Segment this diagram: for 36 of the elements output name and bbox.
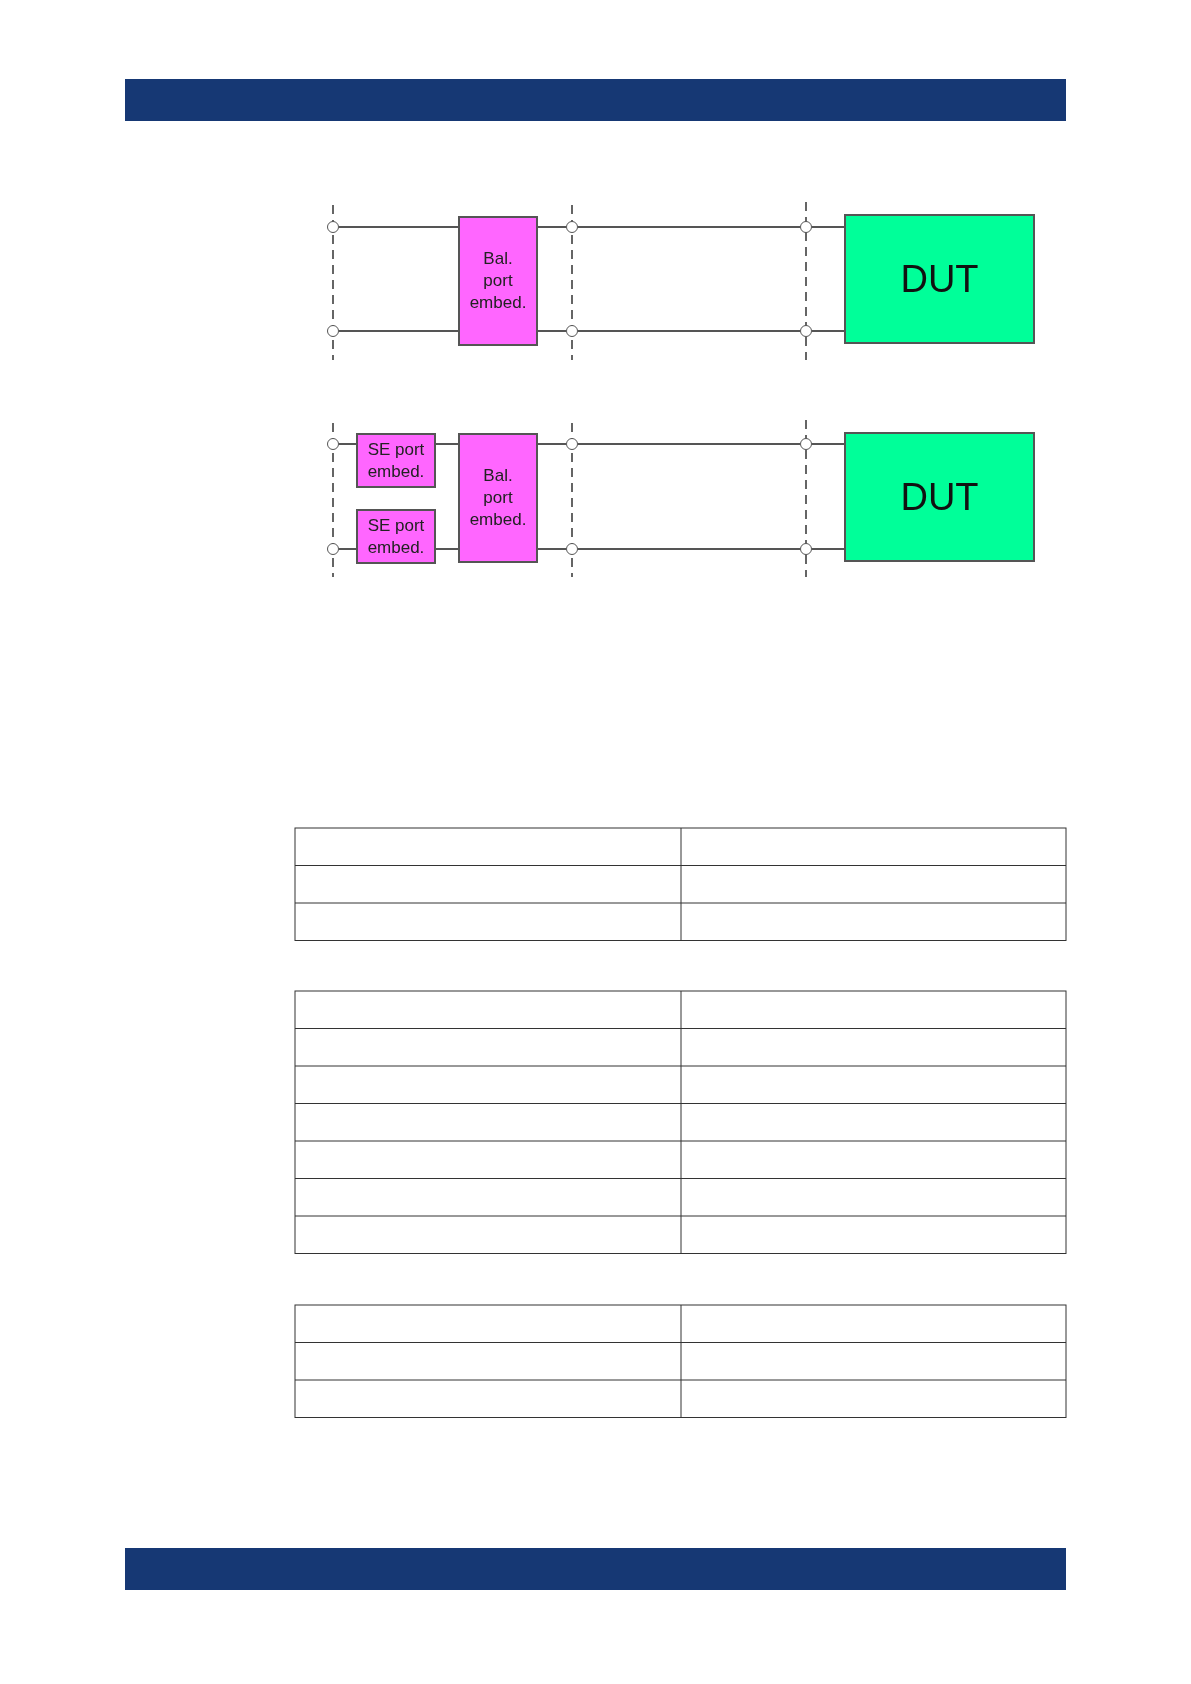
port-circle bbox=[566, 325, 578, 337]
embedding-box: SE port embed. bbox=[356, 509, 436, 564]
embedding-box: Bal. port embed. bbox=[458, 216, 538, 346]
port-circle bbox=[800, 543, 812, 555]
connector-line bbox=[577, 330, 801, 332]
connector-line bbox=[811, 548, 845, 550]
connector-line bbox=[811, 226, 845, 228]
embedding-box: Bal. port embed. bbox=[458, 433, 538, 563]
connector-line bbox=[811, 443, 845, 445]
connector-line bbox=[537, 226, 567, 228]
connector-line bbox=[577, 226, 801, 228]
connector-line bbox=[338, 226, 459, 228]
port-circle bbox=[327, 325, 339, 337]
port-circle bbox=[566, 221, 578, 233]
connector-line bbox=[537, 443, 567, 445]
port-circle bbox=[327, 221, 339, 233]
port-circle bbox=[327, 438, 339, 450]
connector-line bbox=[577, 548, 801, 550]
dut-box: DUT bbox=[844, 214, 1035, 344]
connector-line bbox=[338, 548, 357, 550]
connector-line bbox=[811, 330, 845, 332]
dut-box: DUT bbox=[844, 432, 1035, 562]
port-circle bbox=[327, 543, 339, 555]
connector-line bbox=[577, 443, 801, 445]
port-circle bbox=[800, 438, 812, 450]
connector-line bbox=[435, 548, 459, 550]
embedding-box: SE port embed. bbox=[356, 433, 436, 488]
port-circle bbox=[800, 325, 812, 337]
connector-line bbox=[338, 330, 459, 332]
connector-line bbox=[338, 443, 357, 445]
connector-line bbox=[435, 443, 459, 445]
connector-line bbox=[537, 548, 567, 550]
port-circle bbox=[800, 221, 812, 233]
port-circle bbox=[566, 543, 578, 555]
connector-line bbox=[537, 330, 567, 332]
port-circle bbox=[566, 438, 578, 450]
